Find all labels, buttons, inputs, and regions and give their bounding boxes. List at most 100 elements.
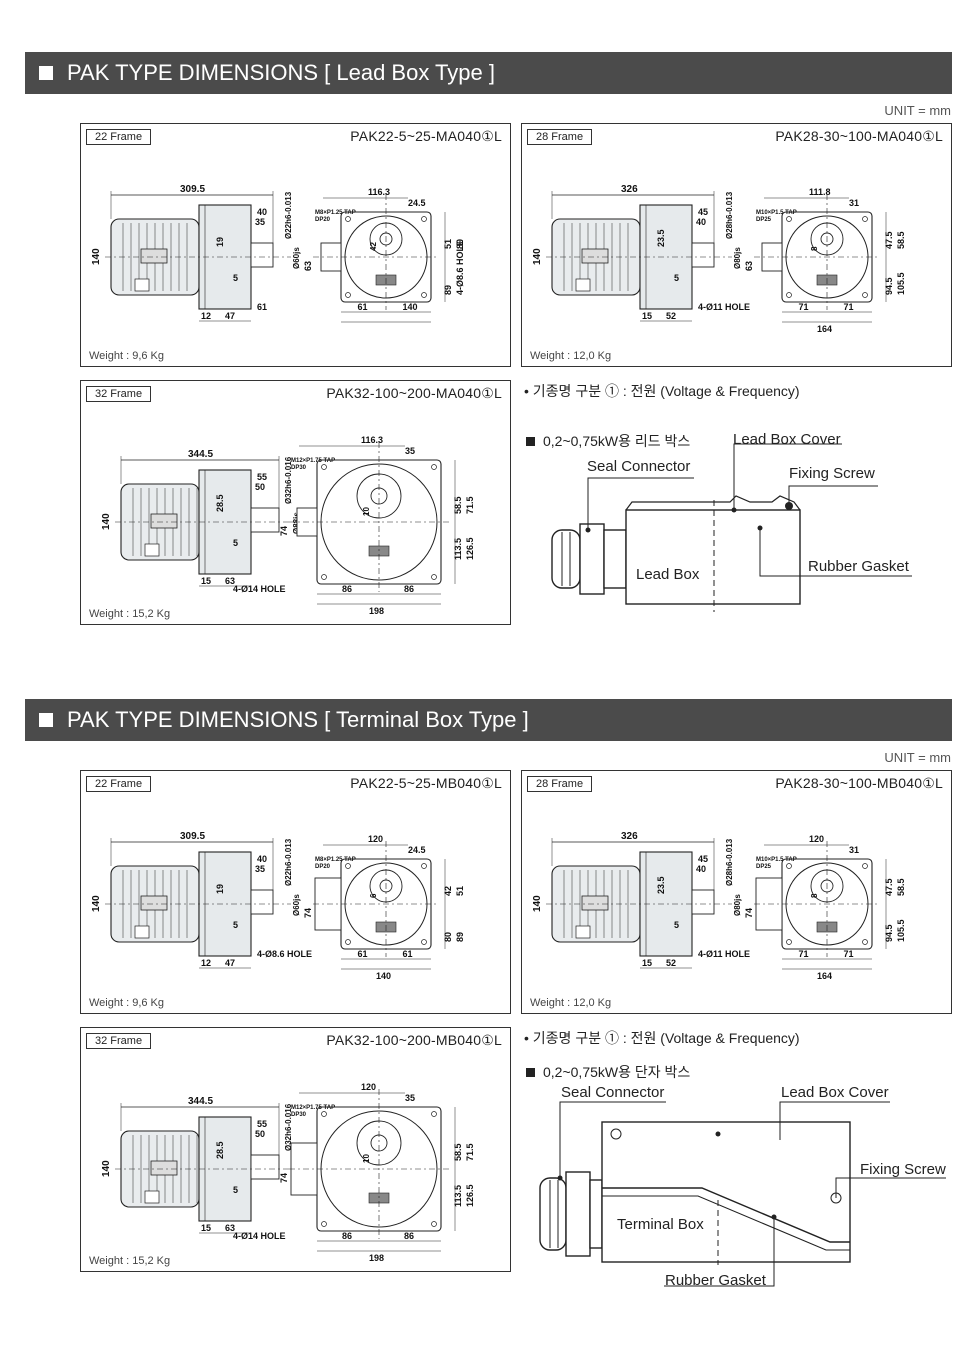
weight-label: Weight : 15,2 Kg — [89, 1255, 171, 1267]
model-number: PAK22-5~25-MA040①L — [350, 128, 502, 144]
dimension-label: 5 — [674, 920, 679, 930]
dimension-label: 24.5 — [408, 198, 426, 208]
dimension-label: 86 — [404, 584, 414, 594]
terminal-box-illustration — [539, 1101, 946, 1287]
dimension-label: 52 — [666, 958, 676, 968]
dimension-label: 86 — [342, 584, 352, 594]
dimension-label: Ø60js — [292, 894, 301, 916]
dimension-label: 74 — [279, 526, 289, 536]
weight-label: Weight : 9,6 Kg — [89, 350, 165, 362]
dimension-label: 94.5 — [884, 924, 894, 942]
dimension-label: 71 — [844, 949, 854, 959]
dimension-label: 63 — [744, 261, 754, 271]
dimension-label: 89 — [455, 932, 465, 942]
dimension-label: 35 — [255, 217, 265, 227]
section-header-lead-box: PAK TYPE DIMENSIONS [ Lead Box Type ] — [25, 52, 952, 94]
dimension-label: 10 — [362, 1154, 371, 1163]
dimension-label: 74 — [303, 908, 313, 918]
dimension-label: 140 — [91, 895, 102, 912]
frame-badge: 22 Frame — [86, 776, 152, 792]
dimension-label: M12×P1.75 TAP — [291, 1105, 335, 1111]
lead-box-heading: 0,2~0,75kW용 리드 박스 — [526, 431, 690, 451]
dimension-label: 140 — [403, 302, 418, 312]
square-bullet-icon — [39, 713, 53, 727]
dimension-label: 71.5 — [465, 496, 475, 514]
dimension-label: 309.5 — [180, 184, 205, 195]
frame-badge: 28 Frame — [527, 129, 593, 145]
square-bullet-icon — [39, 66, 53, 80]
frame-badge: 28 Frame — [527, 776, 593, 792]
dimension-label: 61 — [358, 949, 368, 959]
rubber-gasket-label: Rubber Gasket — [665, 1272, 766, 1289]
dimension-label: 326 — [621, 184, 638, 195]
terminal-box-heading-text: 0,2~0,75kW용 단자 박스 — [543, 1064, 691, 1080]
dimension-label: 10 — [362, 507, 371, 516]
dimension-label: 164 — [817, 971, 832, 981]
dimension-label: 4-Ø14 HOLE — [233, 584, 286, 594]
dimension-label: 140 — [101, 1160, 112, 1177]
dimension-drawing: 344.55550Ø32h6-0.01628.5140Ø88js51563120… — [101, 1082, 475, 1263]
dimension-label: 15 — [642, 311, 652, 321]
dimension-label: 50 — [255, 482, 265, 492]
dimension-label: 50 — [255, 1129, 265, 1139]
dimension-label: 326 — [621, 831, 638, 842]
dimension-label: 4-Ø8.6 HOLE — [455, 240, 465, 295]
dimension-label: Ø22h6-0.013 — [284, 838, 293, 886]
frame-badge: 32 Frame — [86, 386, 152, 402]
dimension-label: 58.5 — [453, 496, 463, 514]
lead-box-label: Lead Box — [636, 566, 700, 583]
dimension-label: 126.5 — [465, 537, 475, 560]
dimension-label: 5 — [233, 920, 238, 930]
dimension-label: 116.3 — [361, 435, 383, 445]
dimension-label: M10×P1.5 TAP — [756, 857, 797, 863]
dimension-label: 19 — [215, 884, 225, 894]
dimension-label: M8×P1.25 TAP — [315, 210, 356, 216]
dimension-label: 40 — [257, 854, 267, 864]
unit-label: UNIT = mm — [884, 103, 951, 118]
dimension-label: 58.5 — [453, 1143, 463, 1161]
dimension-label: 71 — [799, 949, 809, 959]
dimension-label: 120 — [368, 834, 383, 844]
dimension-label: 344.5 — [188, 449, 213, 460]
dimension-label: 47.5 — [884, 231, 894, 249]
dimension-label: 4-Ø11 HOLE — [698, 302, 750, 312]
dimension-label: Ø28h6-0.013 — [725, 191, 734, 239]
seal-connector-label: Seal Connector — [587, 458, 691, 475]
dimension-label: DP30 — [291, 1112, 307, 1118]
dimension-label: 45 — [698, 854, 708, 864]
dimension-label: 58.5 — [896, 231, 906, 249]
dimension-label: 55 — [257, 472, 267, 482]
dimension-label: 47 — [225, 958, 235, 968]
fixing-screw-label: Fixing Screw — [789, 465, 875, 482]
dimension-label: 80 — [455, 239, 465, 249]
dimension-label: 42 — [443, 886, 453, 896]
dimension-label: 40 — [696, 217, 706, 227]
dimension-label: 19 — [215, 237, 225, 247]
terminal-box-heading: 0,2~0,75kW용 단자 박스 — [526, 1062, 690, 1082]
dimension-label: 105.5 — [896, 919, 906, 942]
lead-box-cover-label: Lead Box Cover — [781, 1084, 889, 1101]
frame-badge: 32 Frame — [86, 1033, 152, 1049]
dimension-label: 94.5 — [884, 277, 894, 295]
dimension-label: M10×P1.5 TAP — [756, 210, 797, 216]
dimension-label: 140 — [532, 248, 543, 265]
dimension-label: Ø22h6-0.013 — [284, 191, 293, 239]
dimension-label: DP30 — [291, 465, 307, 471]
model-number: PAK28-30~100-MA040①L — [775, 128, 943, 144]
weight-label: Weight : 12,0 Kg — [530, 350, 612, 362]
dimension-label: 23.5 — [656, 229, 666, 247]
dimension-label: DP25 — [756, 864, 772, 870]
dimension-label: 58.5 — [896, 878, 906, 896]
dimension-label: 12 — [201, 958, 211, 968]
dimension-label: 12 — [201, 311, 211, 321]
terminal-box-label: Terminal Box — [617, 1216, 704, 1233]
dimension-label: 120 — [361, 1082, 376, 1092]
unit-label: UNIT = mm — [884, 750, 951, 765]
